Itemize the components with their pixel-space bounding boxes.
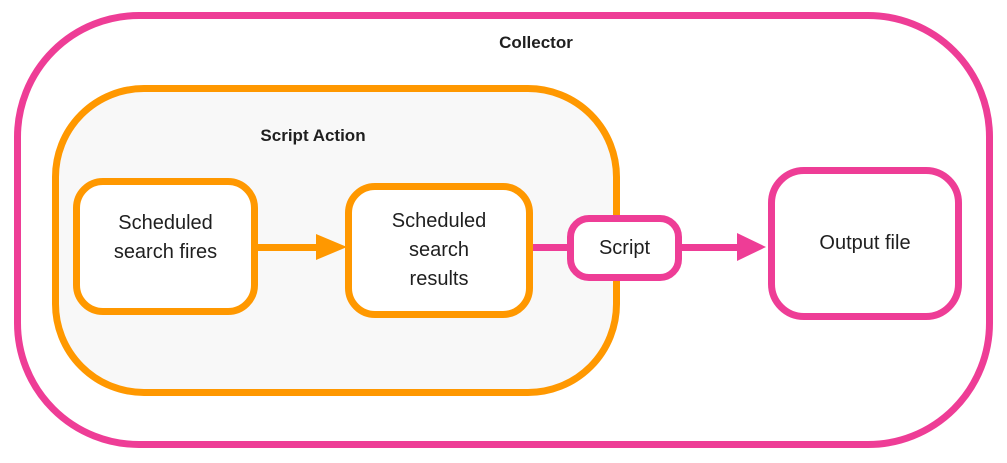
arrow-fires-to-results-shaft (257, 244, 317, 251)
node-scheduled-search-results-label: Scheduled search results (391, 210, 487, 290)
node-script: Script (567, 215, 682, 281)
arrow-script-to-output-arrowhead-icon (737, 233, 766, 261)
arrow-script-to-output-shaft (680, 244, 738, 251)
arrow-fires-to-results-arrowhead-icon (316, 234, 347, 260)
node-output-file-label: Output file (819, 232, 911, 254)
node-script-label: Script (598, 236, 651, 259)
node-output-file: Output file (768, 167, 962, 320)
script-action-label: Script Action (260, 126, 366, 145)
node-scheduled-search-results: Scheduled search results (345, 183, 533, 318)
connector-results-to-script (531, 244, 571, 251)
collector-label: Collector (499, 33, 573, 52)
node-scheduled-search-fires-label: Scheduled search fires (113, 211, 218, 263)
node-scheduled-search-fires: Scheduled search fires (73, 178, 258, 315)
